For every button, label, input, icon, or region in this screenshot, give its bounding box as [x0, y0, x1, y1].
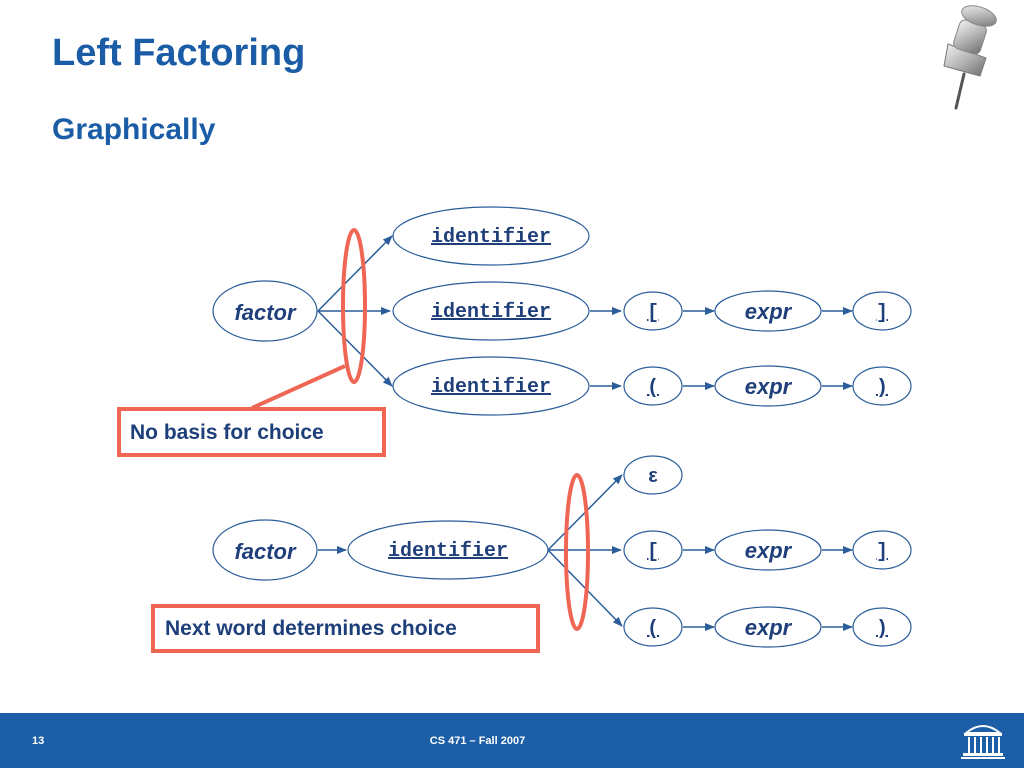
node-identifier-label: identifier: [431, 376, 551, 399]
node-expr: [714, 529, 822, 571]
node-identifier-label: identifier: [431, 301, 551, 324]
node-rbracket: [852, 530, 912, 570]
highlight-oval: [564, 473, 590, 631]
node-rparen-label: ): [876, 377, 888, 400]
node-expr-label: expr: [745, 299, 793, 324]
diagram-1: factor identifier identifier identifier …: [117, 206, 912, 457]
callout-pointer: [251, 364, 346, 410]
node-factor-label: factor: [234, 539, 297, 564]
node-epsilon: [623, 455, 683, 495]
slide-number: 13: [32, 735, 45, 747]
syntax-diagram: factor identifier identifier identifier …: [117, 5, 997, 653]
node-expr: [714, 290, 822, 332]
node-factor-label: factor: [234, 300, 297, 325]
node-lbracket: [623, 530, 683, 570]
node-lparen-label: (: [647, 618, 659, 641]
node-lparen: [623, 607, 683, 647]
node-expr-label: expr: [745, 615, 793, 640]
node-expr-label: expr: [745, 538, 793, 563]
node-lparen: [623, 366, 683, 406]
node-factor: [212, 519, 318, 581]
slide-footer: 13 CS 471 – Fall 2007: [0, 713, 1024, 768]
node-identifier-label: identifier: [388, 540, 508, 563]
node-lbracket-label: [: [647, 541, 659, 564]
node-identifier: [347, 520, 549, 580]
node-lbracket-label: [: [647, 302, 659, 325]
node-identifier: [392, 206, 590, 266]
node-identifier: [392, 281, 590, 341]
node-lparen-label: (: [647, 377, 659, 400]
highlight-oval: [341, 228, 367, 384]
node-factor: [212, 280, 318, 342]
rotunda-logo-icon: [961, 725, 1005, 759]
callout-text: No basis for choice: [130, 421, 324, 444]
node-epsilon-label: ε: [648, 465, 658, 487]
node-identifier-label: identifier: [431, 226, 551, 249]
callout-box: [151, 604, 540, 653]
node-rparen: [852, 607, 912, 647]
node-rbracket-label: ]: [876, 541, 888, 564]
pushpin-icon: [943, 5, 997, 110]
diagram-2: factor identifier ε [ expr ] ( expr ) Ne…: [151, 455, 912, 653]
node-rbracket: [852, 291, 912, 331]
slide-title: Left Factoring: [52, 32, 306, 74]
slide-subtitle: Graphically: [52, 113, 216, 146]
node-expr: [714, 606, 822, 648]
node-identifier: [392, 356, 590, 416]
node-expr: [714, 365, 822, 407]
node-expr-label: expr: [745, 374, 793, 399]
callout-box: [117, 407, 386, 457]
node-rparen-label: ): [876, 618, 888, 641]
node-rbracket-label: ]: [876, 302, 888, 325]
course-label: CS 471 – Fall 2007: [429, 735, 526, 747]
callout-text: Next word determines choice: [165, 617, 457, 640]
node-lbracket: [623, 291, 683, 331]
node-rparen: [852, 366, 912, 406]
